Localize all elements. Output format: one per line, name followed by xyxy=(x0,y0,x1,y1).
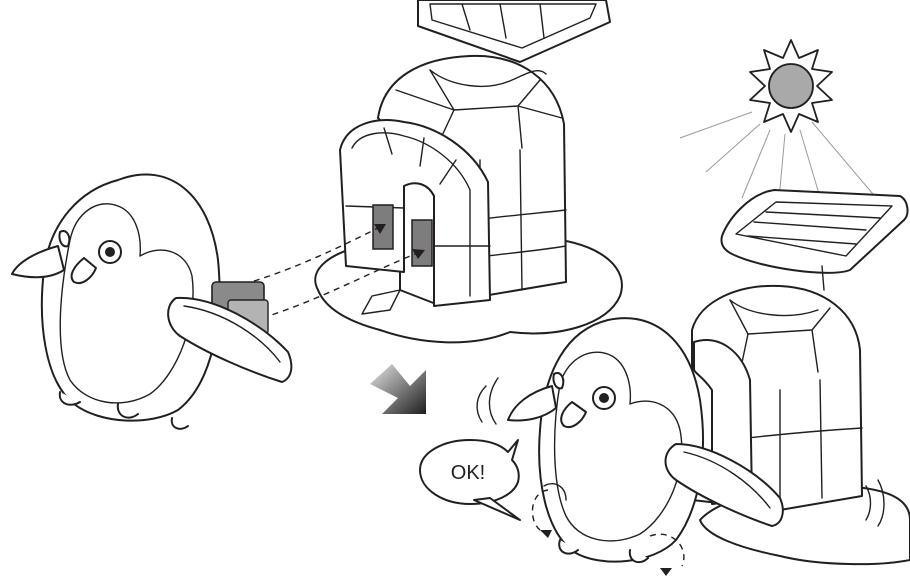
sun-icon xyxy=(680,40,878,210)
diagonal-arrow-icon xyxy=(370,364,426,414)
penguin-right-body xyxy=(539,318,703,561)
motion-marks xyxy=(477,378,498,424)
socket-right xyxy=(412,220,432,266)
penguin-icon xyxy=(12,174,291,428)
speech-bubble-text: OK! xyxy=(451,462,485,484)
speech-bubble: OK! xyxy=(420,440,520,520)
penguin-eye-left xyxy=(59,231,69,246)
sun-core xyxy=(769,64,813,108)
solar-panel-icon xyxy=(418,0,610,62)
igloo-right xyxy=(692,286,910,564)
penguin-left-wing xyxy=(12,246,64,277)
solar-panel-right xyxy=(721,190,907,290)
igloo-icon xyxy=(315,56,622,342)
